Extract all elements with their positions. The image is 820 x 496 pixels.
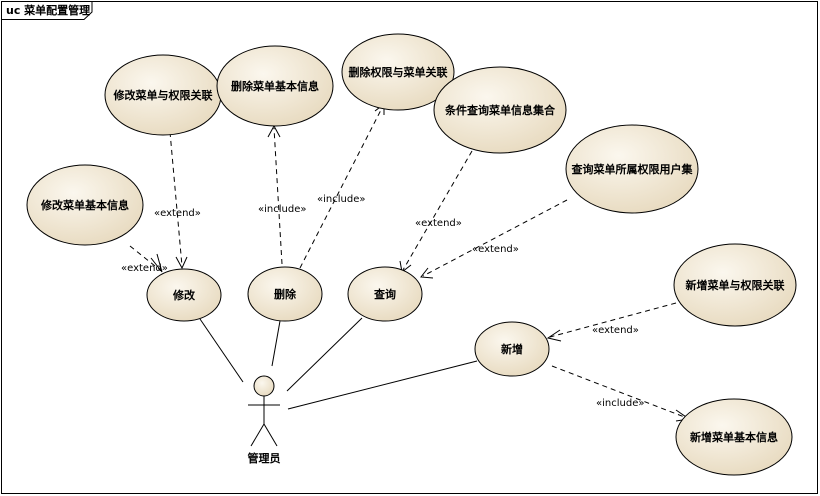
use-case-查询菜单所属权限用户集[interactable]: 查询菜单所属权限用户集	[565, 124, 699, 214]
relationship-label: «extend»	[592, 325, 639, 336]
use-case-删除菜单基本信息[interactable]: 删除菜单基本信息	[216, 45, 334, 127]
use-case-新增[interactable]: 新增	[474, 321, 550, 377]
use-case-label: 新增	[501, 342, 523, 356]
actor-admin[interactable]: 管理员	[248, 375, 281, 465]
relationship-label: «extend»	[154, 208, 201, 219]
frame-tab	[1, 1, 93, 20]
use-case-label: 修改菜单基本信息	[40, 198, 129, 212]
use-case-修改菜单与权限关联[interactable]: 修改菜单与权限关联	[104, 54, 222, 136]
use-case-label: 新增菜单与权限关联	[686, 278, 785, 292]
use-case-查询[interactable]: 查询	[347, 266, 423, 322]
use-case-label: 删除权限与菜单关联	[349, 65, 448, 79]
relationship-label: «extend»	[121, 263, 168, 274]
arrowhead	[150, 253, 163, 273]
actor-head	[253, 375, 275, 397]
arrowhead	[546, 329, 562, 342]
actor-label: 管理员	[248, 451, 281, 465]
use-case-label: 删除	[274, 287, 297, 301]
use-case-条件查询菜单信息集合[interactable]: 条件查询菜单信息集合	[433, 66, 567, 154]
relationship-label: «include»	[596, 398, 644, 409]
actor-figure	[248, 375, 280, 447]
use-case-label: 删除菜单基本信息	[231, 79, 319, 93]
association-line	[287, 360, 478, 410]
use-case-修改[interactable]: 修改	[146, 268, 222, 322]
use-case-label: 查询菜单所属权限用户集	[572, 162, 694, 176]
dependencies	[129, 105, 688, 419]
dependency-line	[549, 302, 677, 338]
arrowhead	[175, 256, 188, 270]
frame-title: uc 菜单配置管理	[6, 3, 90, 17]
use-case-label: 修改菜单与权限关联	[113, 88, 213, 102]
use-case-label: 修改	[172, 288, 196, 302]
relationship-labels: «extend» «extend» «include» «include» «e…	[121, 194, 644, 409]
use-case-label: 新增菜单基本信息	[690, 430, 778, 444]
associations	[199, 317, 478, 410]
arrowhead	[420, 267, 434, 279]
dependency-line	[169, 131, 183, 267]
use-case-删除[interactable]: 删除	[247, 266, 323, 322]
dependency-line	[402, 150, 473, 271]
association-line	[286, 317, 363, 392]
relationship-label: «extend»	[415, 218, 462, 229]
association-line	[271, 320, 281, 367]
actor-left-leg	[250, 423, 265, 447]
use-case-label: 查询	[374, 287, 396, 301]
relationship-label: «include»	[317, 194, 365, 205]
use-case-label: 条件查询菜单信息集合	[444, 103, 556, 117]
use-case-新增菜单与权限关联[interactable]: 新增菜单与权限关联	[673, 243, 797, 327]
relationship-label: «include»	[258, 204, 306, 215]
association-line	[199, 318, 244, 383]
use-case-修改菜单基本信息[interactable]: 修改菜单基本信息	[26, 164, 144, 246]
dependency-line	[551, 365, 688, 419]
dependency-line	[273, 127, 283, 265]
dependency-line	[129, 245, 161, 271]
dependency-line	[299, 105, 384, 269]
dependency-line	[422, 199, 568, 277]
use-case-新增菜单基本信息[interactable]: 新增菜单基本信息	[675, 398, 793, 476]
actor-right-leg	[263, 423, 278, 447]
relationship-label: «extend»	[472, 244, 519, 255]
use-case-删除权限与菜单关联[interactable]: 删除权限与菜单关联	[341, 33, 455, 111]
